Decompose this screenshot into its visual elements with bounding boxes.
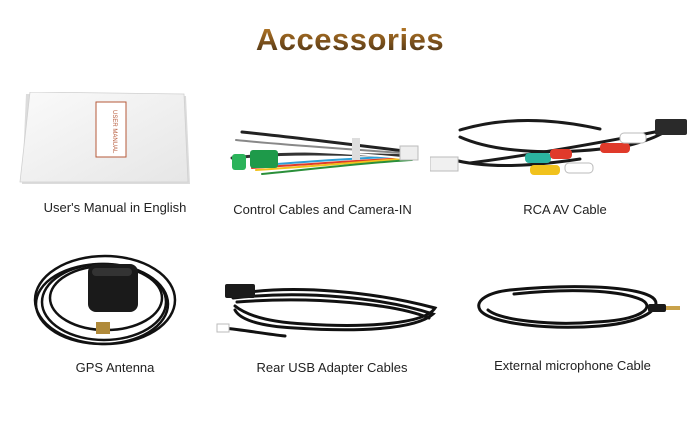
caption-gps-antenna: GPS Antenna [75, 360, 155, 375]
rca-cable-icon [430, 115, 692, 185]
control-cable-icon [222, 122, 422, 184]
caption-control-cables: Control Cables and Camera-IN [233, 202, 412, 217]
gps-antenna-icon [30, 250, 180, 350]
caption-rca-cable: RCA AV Cable [523, 202, 607, 217]
caption-microphone-cable: External microphone Cable [494, 358, 651, 373]
usb-cable-icon [215, 284, 440, 344]
svg-text:USER MANUAL: USER MANUAL [111, 110, 117, 154]
caption-usb-cables: Rear USB Adapter Cables [256, 360, 408, 375]
page-title: Accessories [0, 22, 700, 58]
microphone-cable-icon [470, 282, 685, 332]
manual-icon: USER MANUAL [16, 92, 191, 187]
caption-manual: User's Manual in English [43, 200, 187, 215]
